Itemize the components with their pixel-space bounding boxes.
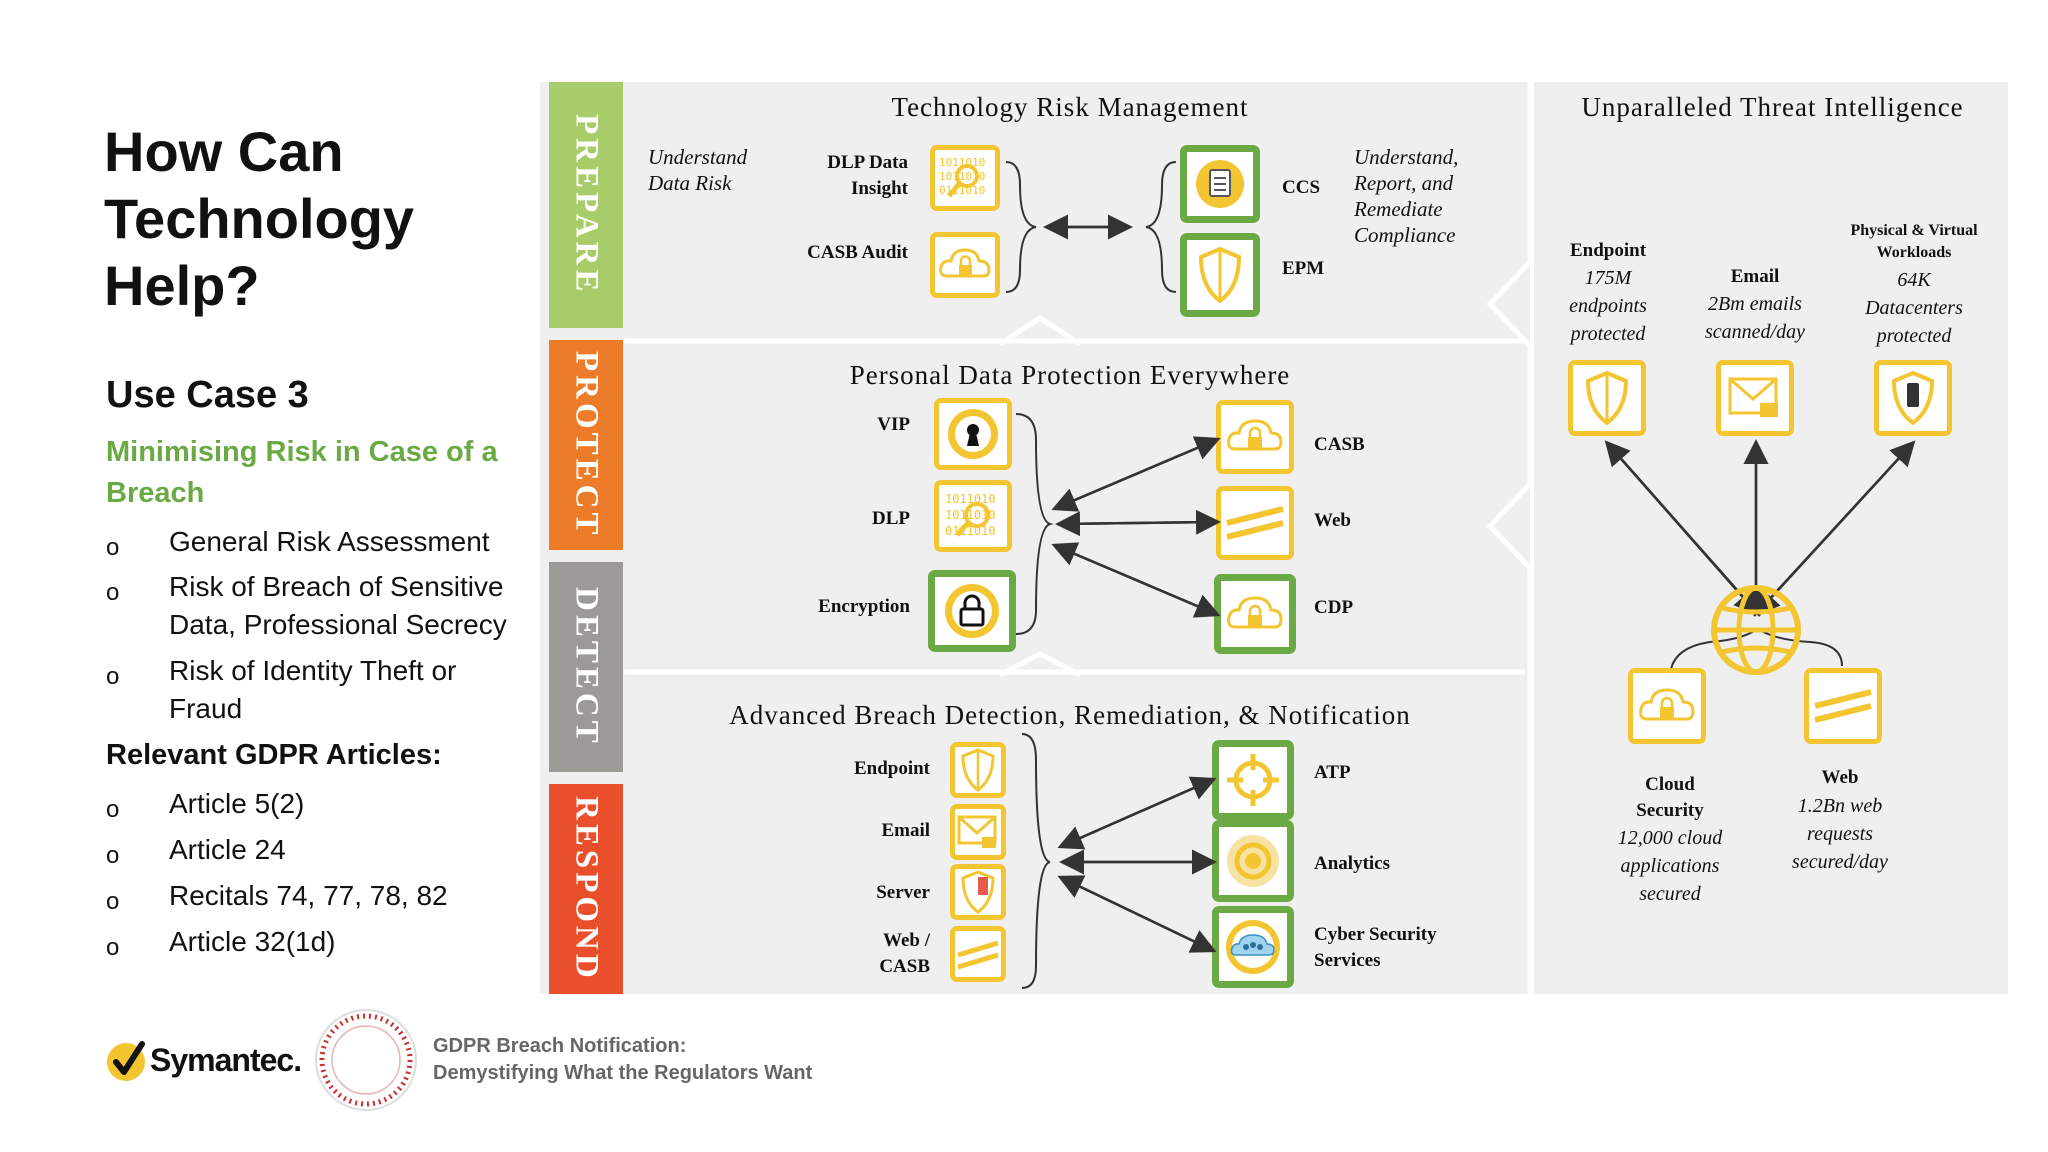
svg-text:1011010: 1011010: [945, 508, 996, 522]
trm-casb-label: CASB Audit: [807, 242, 908, 263]
bullet-icon: o: [106, 934, 120, 961]
abd-connectors: [1021, 733, 1217, 989]
panel-separators: [624, 82, 1533, 994]
shield-icon: [950, 742, 1006, 798]
abd-analytics-label: Analytics: [1314, 853, 1390, 874]
diagram-panel: [540, 82, 1530, 994]
abd-endpoint-label: Endpoint: [853, 758, 930, 779]
pdp-cdp-label: CDP: [1314, 597, 1354, 618]
shield-icon: [1568, 360, 1646, 436]
shield-icon: [1180, 233, 1260, 317]
trm-dlp-label: DLP Data Insight: [827, 152, 908, 199]
pdp-vip-label: VIP: [877, 414, 910, 435]
cloud-lock-icon: [1628, 668, 1706, 744]
use-case-heading: Use Case 3: [106, 374, 309, 416]
svg-text:1011010: 1011010: [939, 156, 985, 169]
globe-icon: [1710, 584, 1802, 676]
pdp-connectors: [1015, 413, 1221, 635]
analytics-icon: [1212, 820, 1294, 902]
uti-web-desc: 1.2Bn web requests secured/day: [1792, 795, 1888, 873]
clipboard-icon: [1180, 145, 1260, 223]
pdp-web-label: Web: [1314, 510, 1351, 531]
uti-endpoint-label: Endpoint: [1569, 240, 1647, 261]
seal-icon: [312, 1006, 420, 1114]
phase-prepare: PREPARE: [549, 82, 623, 328]
web-gateway-icon: [1804, 668, 1882, 744]
trm-left-note: Understand Data Risk: [648, 145, 748, 195]
abd-css-label: Cyber Security Services: [1314, 924, 1437, 971]
phase-detect: DETECT: [549, 562, 623, 772]
bullet-icon: o: [106, 579, 120, 606]
bullet-icon: o: [106, 888, 120, 915]
symantec-check-icon: [102, 1036, 150, 1084]
abd-title: Advanced Breach Detection, Remediation, …: [729, 700, 1411, 730]
email-lock-icon: [1716, 360, 1794, 436]
uti-phys-label: Physical & Virtual Workloads: [1850, 222, 1978, 261]
symantec-logo-text: Symantec.: [150, 1042, 302, 1078]
pdp-title: Personal Data Protection Everywhere: [849, 360, 1291, 390]
abd-webcasb-label: Web / CASB: [879, 930, 930, 977]
uti-web-label: Web: [1821, 767, 1859, 788]
uti-endpoint-desc: 175M endpoints protected: [1569, 267, 1647, 345]
footer-line-2: Demystifying What the Regulators Want: [433, 1062, 813, 1084]
bullet-icon: o: [106, 796, 120, 823]
uti-cloud-label: Cloud Security: [1636, 774, 1704, 821]
page-title: How Can Technology Help?: [104, 120, 415, 317]
cloud-lock-icon: [930, 232, 1000, 298]
trm-right-note: Understand, Report, and Remediate Compli…: [1354, 145, 1459, 247]
phase-respond: RESPOND: [549, 784, 623, 994]
footer-line-1: GDPR Breach Notification:: [433, 1035, 687, 1057]
svg-text:1011010: 1011010: [939, 170, 985, 183]
trm-connectors: [1005, 161, 1177, 293]
bullet-icon: o: [106, 842, 120, 869]
gdpr-heading: Relevant GDPR Articles:: [106, 739, 442, 771]
pdp-dlp-label: DLP: [872, 508, 910, 529]
uti-cloud-desc: 12,000 cloud applications secured: [1617, 827, 1723, 905]
phase-protect: PROTECT: [549, 340, 623, 550]
server-shield-icon: [950, 864, 1006, 920]
trm-ccs-label: CCS: [1282, 177, 1321, 198]
web-gateway-icon: [950, 926, 1006, 982]
trm-epm-label: EPM: [1282, 258, 1325, 279]
pdp-casb-label: CASB: [1314, 434, 1365, 455]
bullet-icon: o: [106, 663, 120, 690]
bullet-icon: o: [106, 534, 120, 561]
footer-title: GDPR Breach Notification: Demystifying W…: [433, 1033, 812, 1087]
keyhole-icon: [934, 398, 1012, 470]
web-gateway-icon: [1216, 486, 1294, 560]
abd-email-label: Email: [881, 820, 930, 841]
svg-text:1011010: 1011010: [945, 492, 996, 506]
use-case-subtitle: Minimising Risk in Case of a Breach: [106, 436, 498, 509]
lock-icon: [928, 570, 1016, 652]
trm-title: Technology Risk Management: [891, 92, 1249, 122]
email-lock-icon: [950, 804, 1006, 860]
mobile-shield-icon: [1874, 360, 1952, 436]
uti-title: Unparalleled Threat Intelligence: [1581, 92, 1964, 122]
abd-atp-label: ATP: [1314, 762, 1351, 783]
uti-email-desc: 2Bm emails scanned/day: [1705, 293, 1805, 343]
uti-phys-desc: 64K Datacenters protected: [1865, 269, 1963, 347]
uti-email-label: Email: [1730, 266, 1780, 287]
abd-server-label: Server: [876, 882, 930, 903]
uti-connectors: [1604, 439, 1916, 679]
pdp-encryption-label: Encryption: [818, 596, 910, 617]
threat-intel-panel: [1534, 82, 2008, 994]
